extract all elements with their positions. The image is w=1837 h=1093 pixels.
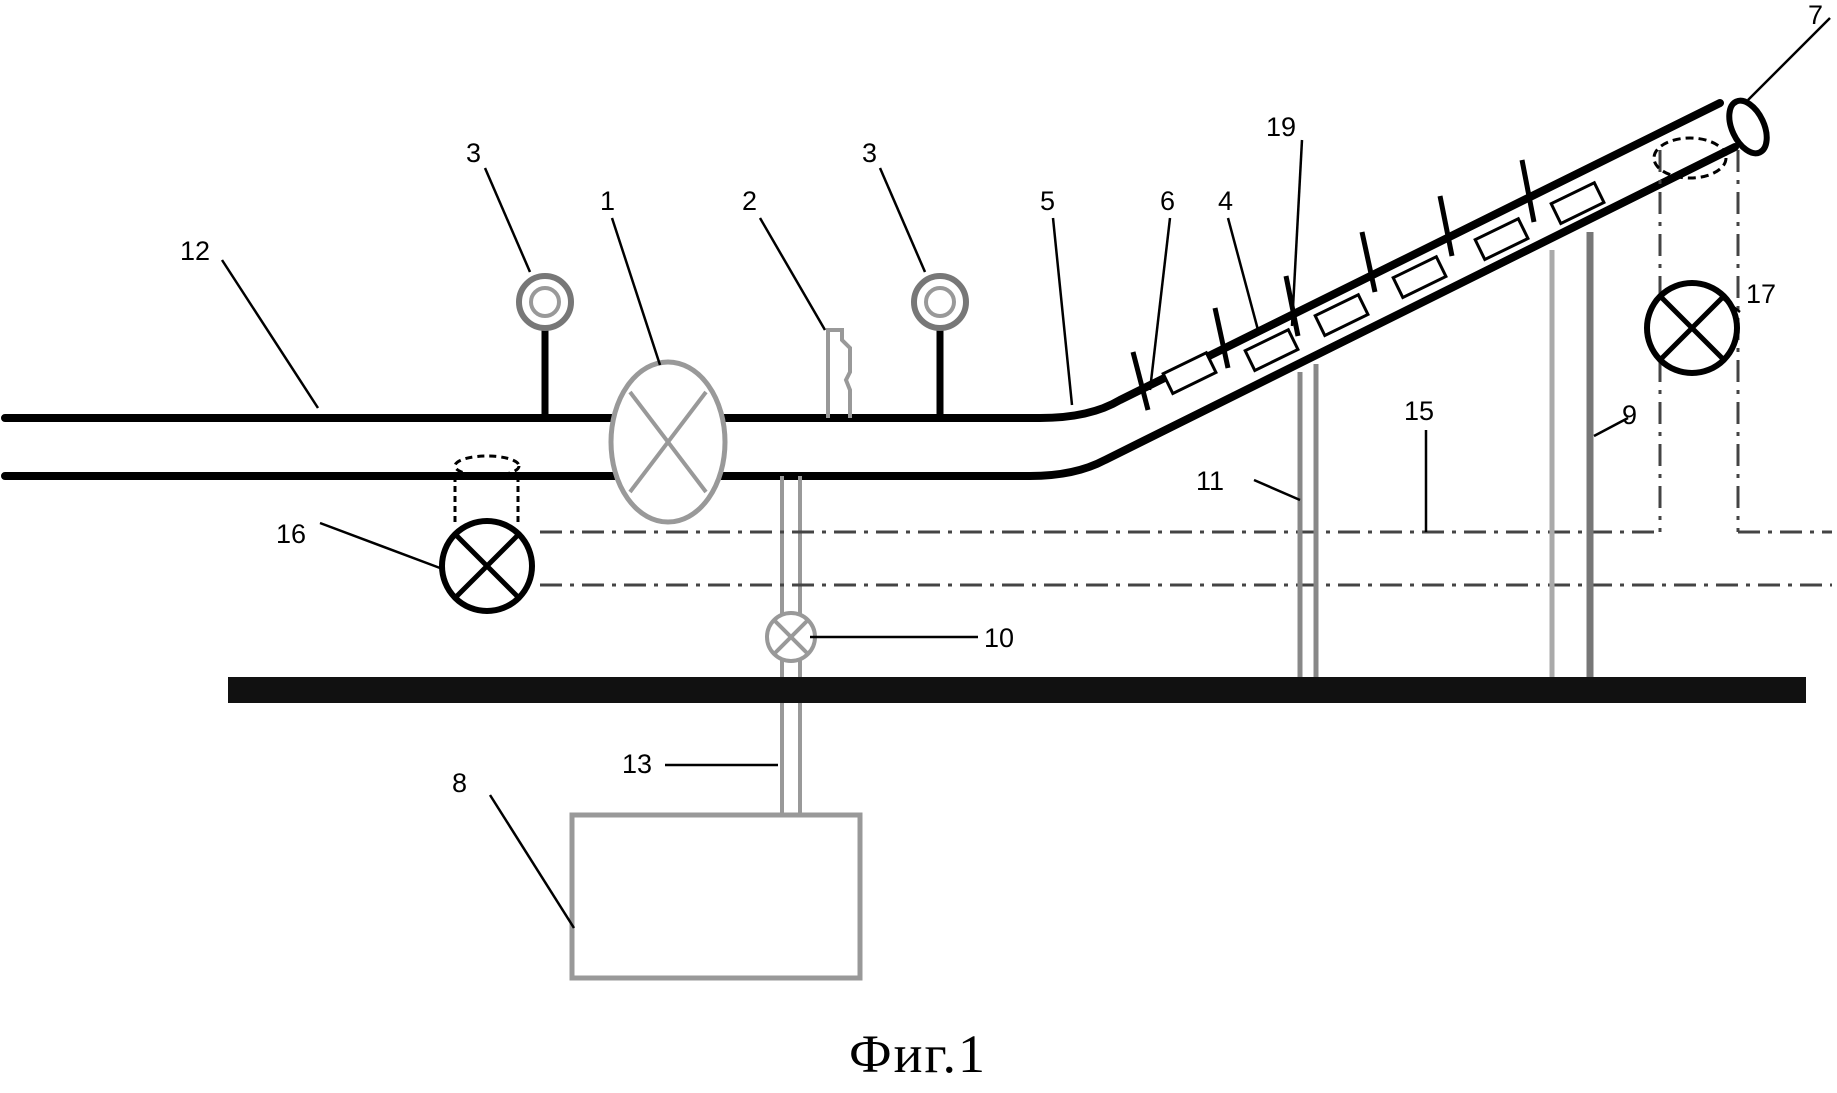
label-1: 1 bbox=[600, 186, 615, 216]
label-2: 2 bbox=[742, 186, 757, 216]
label-12: 12 bbox=[180, 236, 210, 266]
label-9: 9 bbox=[1622, 400, 1637, 430]
drain-valve bbox=[767, 613, 815, 661]
pipe-bottom-wall bbox=[5, 147, 1735, 476]
floor-base bbox=[228, 677, 1806, 703]
label-19: 19 bbox=[1266, 112, 1296, 142]
label-4: 4 bbox=[1218, 186, 1233, 216]
figure-caption: Фиг.1 bbox=[849, 1024, 987, 1084]
flow-meter bbox=[611, 362, 725, 522]
label-8: 8 bbox=[452, 768, 467, 798]
pressure-gauge-right bbox=[914, 276, 966, 418]
label-10: 10 bbox=[984, 623, 1014, 653]
collection-tank bbox=[572, 815, 860, 978]
support-11 bbox=[1300, 364, 1316, 678]
support-9 bbox=[1552, 232, 1590, 678]
label-6: 6 bbox=[1160, 186, 1175, 216]
label-5: 5 bbox=[1040, 186, 1055, 216]
sensor-bracket bbox=[828, 330, 850, 418]
pressure-gauge-left bbox=[519, 276, 571, 418]
label-15: 15 bbox=[1404, 396, 1434, 426]
valve-17 bbox=[1647, 283, 1737, 373]
label-17: 17 bbox=[1746, 279, 1776, 309]
label-3-right: 3 bbox=[862, 138, 877, 168]
label-16: 16 bbox=[276, 519, 306, 549]
label-13: 13 bbox=[622, 749, 652, 779]
label-7: 7 bbox=[1808, 0, 1823, 30]
label-3-left: 3 bbox=[466, 138, 481, 168]
label-11: 11 bbox=[1196, 466, 1224, 496]
